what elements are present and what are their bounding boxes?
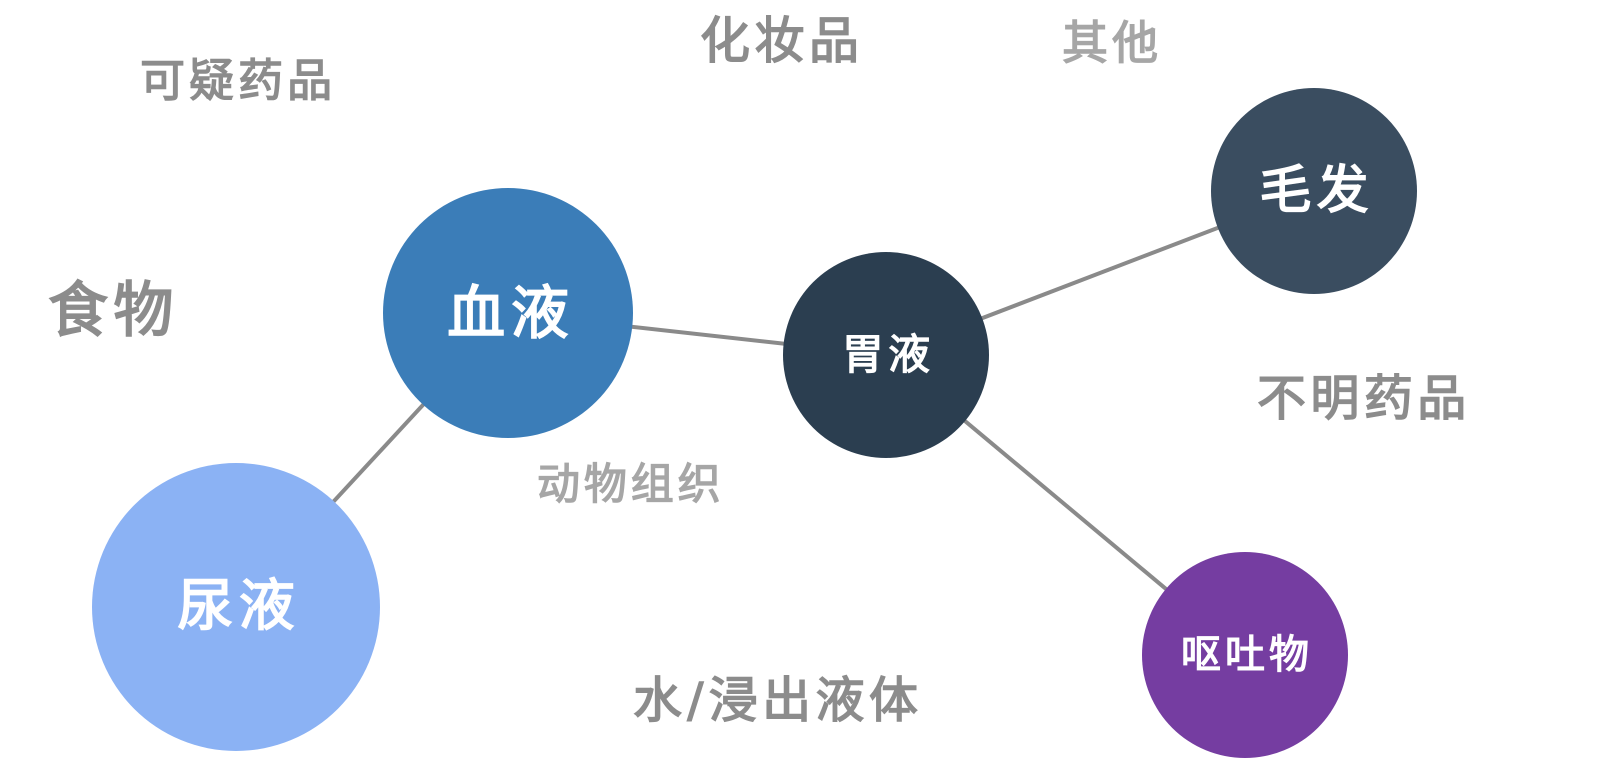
label-animal-tissue[interactable]: 动物组织	[537, 460, 725, 510]
node-label-hair: 毛发	[1259, 161, 1374, 221]
node-label-urine: 尿液	[177, 574, 301, 639]
node-blood[interactable]: 血液	[383, 188, 633, 438]
node-label-gastric-fluid: 胃液	[841, 330, 935, 379]
label-cosmetics[interactable]: 化妆品	[700, 12, 864, 70]
label-food[interactable]: 食物	[48, 276, 179, 346]
node-hair[interactable]: 毛发	[1211, 88, 1417, 294]
label-other[interactable]: 其他	[1062, 16, 1163, 70]
node-gastric-fluid[interactable]: 胃液	[783, 252, 989, 458]
label-water-leachate[interactable]: 水/浸出液体	[633, 672, 923, 729]
node-urine[interactable]: 尿液	[92, 463, 380, 751]
node-label-blood: 血液	[447, 279, 575, 347]
node-vomit[interactable]: 呕吐物	[1142, 552, 1348, 758]
node-label-vomit: 呕吐物	[1181, 632, 1313, 678]
label-suspicious-drugs[interactable]: 可疑药品	[140, 54, 337, 107]
label-unknown-drugs[interactable]: 不明药品	[1257, 370, 1471, 427]
